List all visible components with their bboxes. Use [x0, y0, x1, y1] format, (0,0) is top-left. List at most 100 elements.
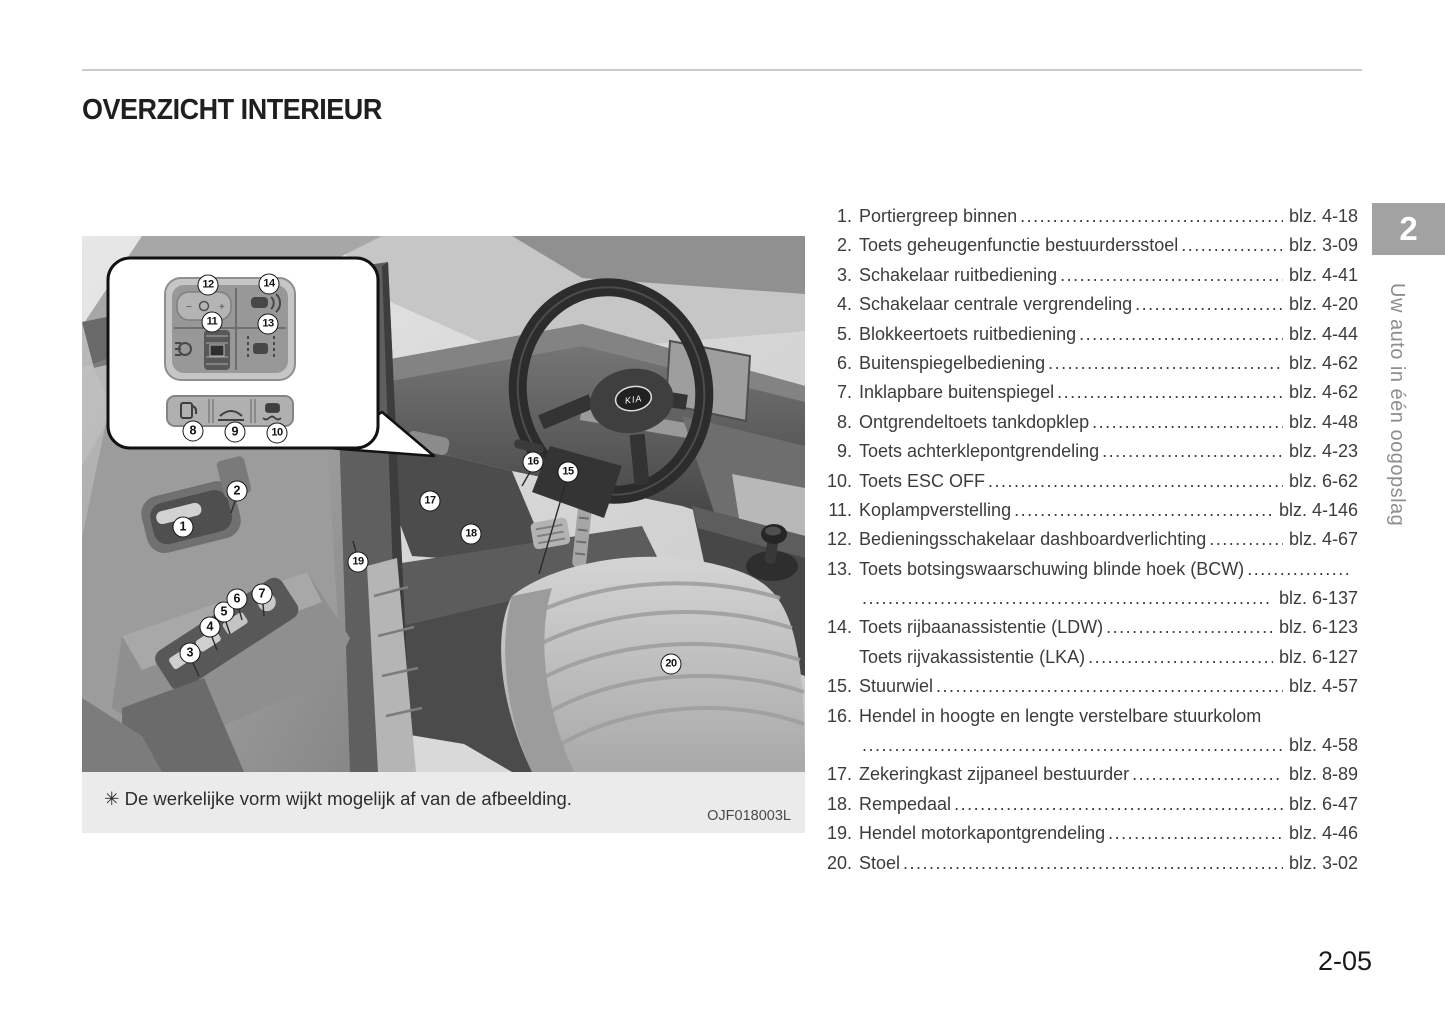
toc-item-label: Bedieningsschakelaar dashboardverlichtin…: [859, 529, 1207, 550]
toc-item-label: Toets botsingswaarschuwing blinde hoek (…: [859, 558, 1245, 579]
callout-11: 11: [201, 311, 223, 333]
toc-item-number: 7.: [836, 382, 852, 403]
callout-7: 7: [251, 583, 273, 605]
toc-item-label: Blokkeertoets ruitbediening: [859, 323, 1077, 344]
toc-dotted-leader: [1048, 353, 1283, 374]
kia-badge: [614, 385, 653, 412]
toc-row: 12. Bedieningsschakelaar dashboardverlich…: [818, 529, 1358, 558]
toc-dotted-leader: [1092, 412, 1283, 433]
toc-page-reference: blz. 3-09: [1288, 235, 1358, 256]
toc-item-number: 1.: [836, 206, 852, 226]
toc-dotted-leader: [1088, 647, 1273, 668]
callout-2: 2: [226, 480, 248, 502]
toc-row: 13. Toets botsingswaarschuwing blinde hoe…: [818, 559, 1358, 588]
toc-dotted-leader: [1132, 764, 1283, 785]
parts-index-list: 1.Portiergreep binnenblz. 4-182.Toets ge…: [818, 206, 1358, 882]
toc-item-label: Ontgrendeltoets tankdopklep: [859, 411, 1090, 432]
toc-item-number: 9.: [836, 441, 852, 462]
toc-row: 9.Toets achterklepontgrendelingblz. 4-23: [818, 441, 1358, 470]
toc-row: 1.Portiergreep binnenblz. 4-18: [818, 206, 1358, 235]
toc-page-reference: blz. 4-146: [1278, 499, 1358, 520]
headlight-leveling-icon: [175, 342, 192, 356]
callout-10: 10: [266, 422, 288, 444]
toc-row: 18.Rempedaalblz. 6-47: [818, 794, 1358, 823]
toc-row: 14.Toets rijbaanassistentie (LDW)blz. 6-…: [818, 617, 1358, 646]
toc-item-label: Buitenspiegelbediening: [859, 352, 1046, 373]
toc-item-label: Toets rijvakassistentie (LKA): [859, 646, 1086, 667]
door-bottom: [82, 698, 162, 772]
toc-dotted-leader: [1079, 324, 1283, 345]
interior-photo: KIA: [82, 236, 805, 772]
toc-item-number: 11.: [828, 499, 852, 520]
toc-row: 20.Stoelblz. 3-02: [818, 853, 1358, 882]
toc-item-number: 19.: [826, 823, 852, 844]
callout-19: 19: [347, 551, 369, 573]
door-handle: [156, 502, 202, 525]
bcw-switch-icon: [251, 293, 282, 313]
callout-6: 6: [226, 588, 248, 610]
toc-page-reference: blz. 8-89: [1288, 764, 1358, 785]
leveling-thumbwheel: [204, 330, 230, 370]
toc-page-reference: blz. 6-137: [1278, 588, 1358, 609]
toc-item-label: Zekeringkast zijpaneel bestuurder: [859, 764, 1130, 785]
knee-panel: [367, 436, 552, 566]
interior-overview-figure: KIA: [82, 236, 805, 833]
toc-dotted-leader: [936, 676, 1283, 697]
toc-row: 4.Schakelaar centrale vergrendelingblz. …: [818, 294, 1358, 323]
top-rule: [82, 69, 1362, 71]
toc-dotted-leader: [954, 794, 1283, 815]
toc-item-label: Stoel: [859, 852, 901, 873]
toc-item-number: 6.: [836, 352, 852, 373]
toc-item-number: 8.: [836, 411, 852, 432]
toc-row: 11.Koplampverstellingblz. 4-146: [818, 500, 1358, 529]
figure-caption-bar: ✳ De werkelijke vorm wijkt mogelijk af v…: [82, 772, 805, 833]
kia-badge-text: KIA: [624, 393, 643, 406]
toc-item-label: Inklapbare buitenspiegel: [859, 382, 1055, 403]
dashboard-brightness-icon: [198, 300, 210, 312]
toc-item-label: Toets achterklepontgrendeling: [859, 441, 1100, 462]
steering-wheel: KIA: [508, 278, 714, 504]
callout-1: 1: [172, 516, 194, 538]
toc-dotted-leader: [1181, 235, 1283, 256]
steering-column: [532, 446, 622, 518]
seat-ribs: [521, 581, 805, 749]
toc-page-reference: blz. 6-62: [1288, 470, 1358, 491]
page-title: OVERZICHT INTERIEUR: [82, 94, 382, 126]
hood-release-icon: [218, 410, 244, 421]
door-sill: [367, 558, 416, 772]
toc-dotted-leader: [1135, 294, 1283, 315]
callout-16: 16: [522, 451, 544, 473]
callout-20: 20: [660, 653, 682, 675]
callout-9: 9: [224, 421, 246, 443]
toc-item-label: Schakelaar ruitbediening: [859, 264, 1058, 285]
toc-dotted-leader: [1108, 823, 1283, 844]
toc-dotted-leader: [862, 588, 1273, 609]
toc-item-number: 13.: [826, 558, 852, 579]
toc-page-reference: blz. 3-02: [1288, 852, 1358, 873]
toc-item-label: Stuurwiel: [859, 676, 934, 697]
callout-18: 18: [460, 523, 482, 545]
toc-row: 5.Blokkeertoets ruitbedieningblz. 4-44: [818, 324, 1358, 353]
toc-dotted-leader: [862, 735, 1283, 756]
ldw-switch-icon: [247, 336, 275, 360]
toc-page-reference: blz. 4-46: [1288, 823, 1358, 844]
toc-item-number: 4.: [836, 294, 852, 315]
toc-page-reference: blz. 6-47: [1288, 793, 1358, 814]
toc-row: 10.Toets ESC OFFblz. 6-62: [818, 471, 1358, 500]
toc-item-label: Hendel motorkapontgrendeling: [859, 823, 1106, 844]
toc-item-label: Toets ESC OFF: [859, 470, 986, 491]
toc-item-number: 15.: [826, 676, 852, 697]
toc-page-reference: blz. 4-62: [1288, 382, 1358, 403]
svg-text:−: −: [186, 302, 192, 313]
toc-row: 19. Hendel motorkapontgrendeling blz. 4-46: [818, 823, 1358, 852]
toc-item-number: 12.: [826, 529, 852, 550]
toc-page-reference: blz. 4-20: [1288, 294, 1358, 315]
figure-image-code: OJF018003L: [707, 808, 791, 824]
toc-item-number: 5.: [836, 323, 852, 344]
callout-13: 13: [257, 313, 279, 335]
toc-item-label: Rempedaal: [859, 793, 952, 814]
callout-4: 4: [199, 616, 221, 638]
toc-row: 8.Ontgrendeltoets tankdopklepblz. 4-48: [818, 412, 1358, 441]
toc-page-reference: blz. 4-58: [1288, 735, 1358, 756]
toc-page-reference: blz. 4-41: [1288, 264, 1358, 285]
